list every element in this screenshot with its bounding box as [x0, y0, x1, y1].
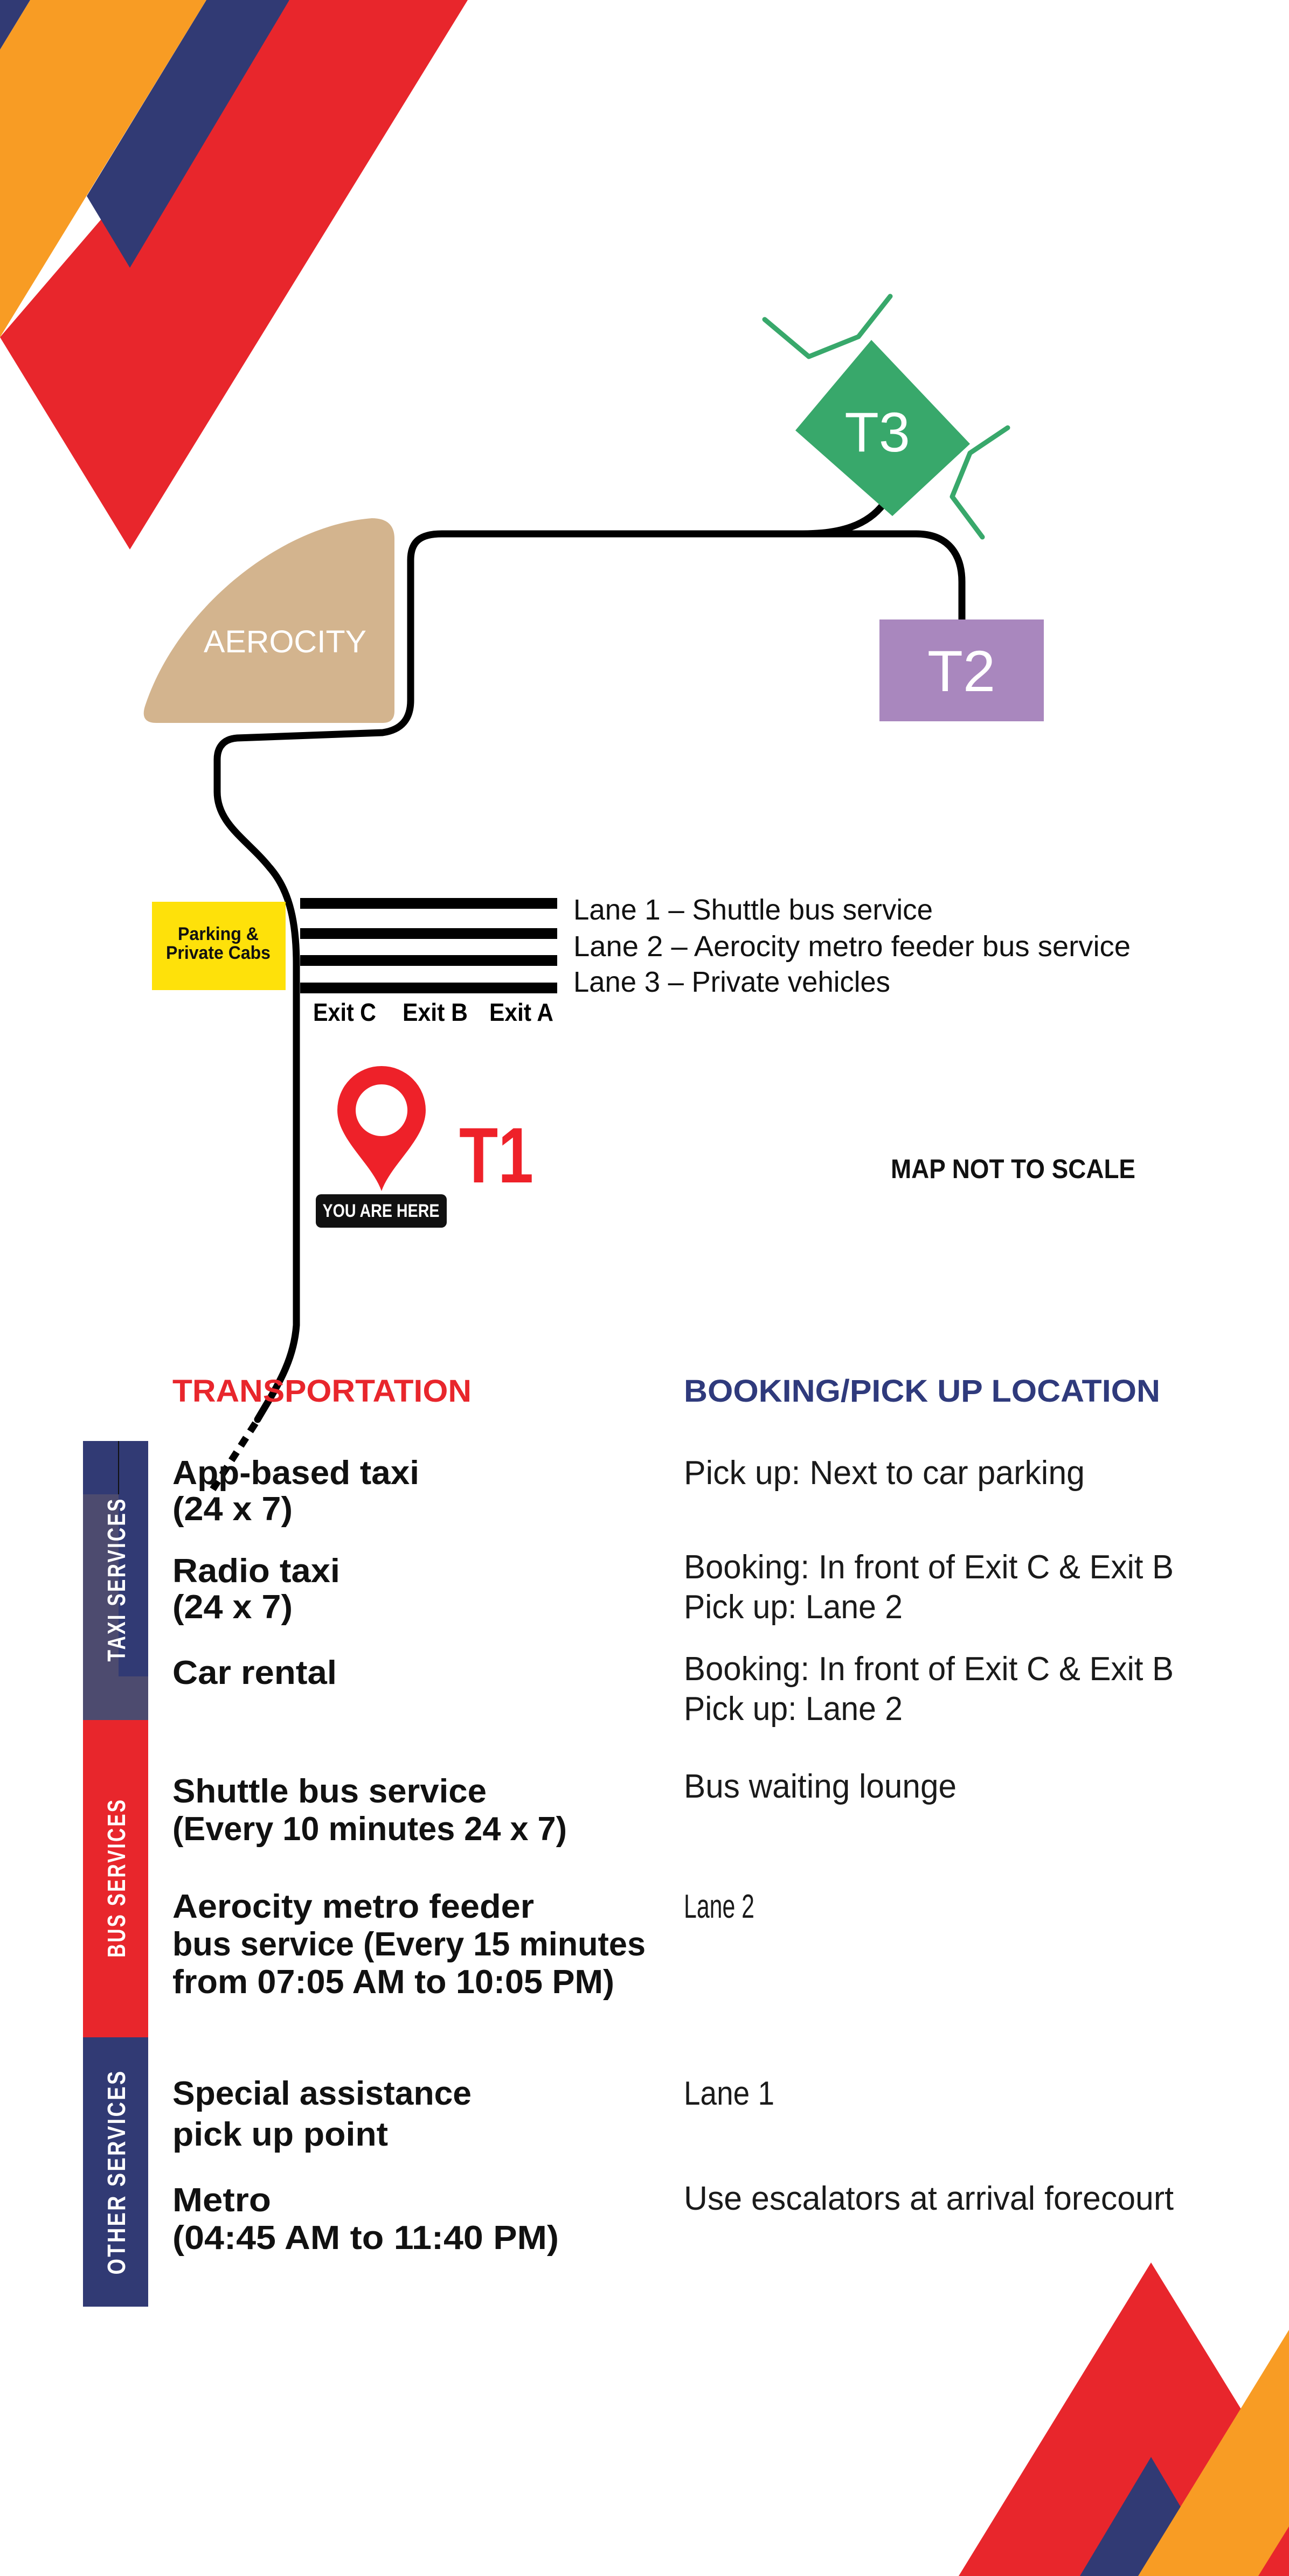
transport-name: pick up point — [172, 2116, 388, 2153]
transport-location: Pick up: Lane 2 — [684, 1690, 903, 1728]
parking-label: Parking & — [178, 924, 259, 944]
airside-line-icon — [762, 294, 893, 359]
t3-label: T3 — [844, 401, 910, 464]
you-are-here-marker: YOU ARE HERE T1 — [316, 1066, 533, 1228]
section-other-services: OTHER SERVICES — [102, 2070, 130, 2275]
map-scale-note: MAP NOT TO SCALE — [891, 1154, 1135, 1184]
table-row: Metro (04:45 AM to 11:40 PM) Use escalat… — [172, 2180, 1174, 2257]
t1-label: T1 — [459, 1111, 533, 1199]
transport-hours: (24 x 7) — [172, 1491, 293, 1528]
t2-label: T2 — [927, 638, 995, 704]
lane-3-label: Lane 3 – Private vehicles — [573, 966, 890, 998]
transport-location: Lane 1 — [684, 2075, 774, 2112]
exit-c-label: Exit C — [313, 998, 376, 1026]
transport-location: Use escalators at arrival forecourt — [684, 2180, 1174, 2217]
transport-hours: from 07:05 AM to 10:05 PM) — [172, 1964, 614, 2001]
table-row: Shuttle bus service (Every 10 minutes 24… — [172, 1768, 957, 1848]
table-row: Radio taxi (24 x 7) Booking: In front of… — [172, 1549, 1174, 1626]
lane-1-label: Lane 1 – Shuttle bus service — [573, 894, 933, 926]
terminal-2: T2 — [879, 619, 1044, 721]
transport-location: Pick up: Next to car parking — [684, 1454, 1085, 1492]
you-are-here-label: YOU ARE HERE — [323, 1201, 440, 1221]
bottom-right-decoration — [959, 2262, 1289, 2576]
exit-b-label: Exit B — [403, 998, 468, 1026]
transport-name: bus service (Every 15 minutes — [172, 1926, 646, 1963]
transport-location: Bus waiting lounge — [684, 1768, 957, 1805]
section-bus-services: BUS SERVICES — [102, 1798, 130, 1958]
airside-line-icon — [950, 425, 1010, 540]
transport-hours: (04:45 AM to 11:40 PM) — [172, 2219, 559, 2257]
aerocity-area: AEROCITY — [143, 518, 394, 723]
section-taxi-services: TAXI SERVICES — [102, 1498, 130, 1662]
transport-location: Lane 2 — [684, 1888, 754, 1925]
top-left-decoration — [0, 0, 468, 549]
parking-private-cabs: Parking & Private Cabs — [152, 902, 286, 990]
transport-name: Aerocity metro feeder — [172, 1888, 534, 1925]
transport-name: Shuttle bus service — [172, 1773, 487, 1810]
transport-hours: (24 x 7) — [172, 1589, 293, 1626]
transport-location: Booking: In front of Exit C & Exit B — [684, 1549, 1174, 1586]
lanes: Lane 1 – Shuttle bus service Lane 2 – Ae… — [300, 894, 1131, 1026]
table-row: App-based taxi (24 x 7) Pick up: Next to… — [172, 1454, 1085, 1528]
header-transportation: TRANSPORTATION — [172, 1374, 472, 1409]
lane-2-label: Lane 2 – Aerocity metro feeder bus servi… — [573, 930, 1131, 963]
transport-name: Special assistance — [172, 2075, 472, 2112]
transport-hours: (Every 10 minutes 24 x 7) — [172, 1811, 567, 1848]
terminal-3: T3 — [762, 294, 1010, 540]
table-row: Special assistance pick up point Lane 1 — [172, 2075, 774, 2153]
transport-name: Metro — [172, 2182, 271, 2219]
header-booking-location: BOOKING/PICK UP LOCATION — [684, 1374, 1160, 1409]
exit-a-label: Exit A — [489, 998, 553, 1026]
section-sidebar: TAXI SERVICES BUS SERVICES OTHER SERVICE… — [83, 1441, 148, 2307]
transport-name: App-based taxi — [172, 1454, 419, 1492]
transport-name: Car rental — [172, 1654, 337, 1691]
table-row: Car rental Booking: In front of Exit C &… — [172, 1651, 1174, 1728]
location-pin-icon — [337, 1066, 426, 1191]
transport-location: Pick up: Lane 2 — [684, 1589, 903, 1626]
transport-location: Booking: In front of Exit C & Exit B — [684, 1651, 1174, 1688]
transport-name: Radio taxi — [172, 1552, 340, 1590]
table-row: Aerocity metro feeder bus service (Every… — [172, 1888, 754, 2001]
private-cabs-label: Private Cabs — [166, 943, 271, 963]
aerocity-label: AEROCITY — [204, 624, 366, 659]
road-network — [207, 500, 966, 1495]
